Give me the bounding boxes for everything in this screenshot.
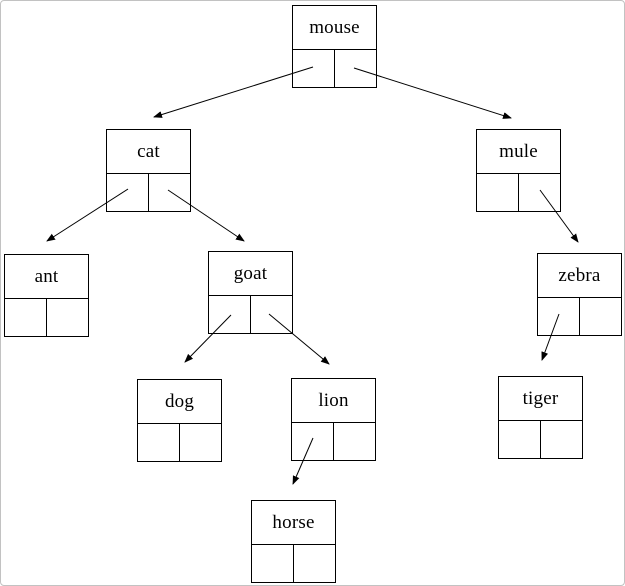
pointer-cells [292, 423, 375, 460]
left-pointer-cell [252, 545, 294, 582]
node-label: dog [138, 380, 221, 424]
node-label: ant [5, 255, 88, 299]
right-pointer-cell [334, 423, 375, 460]
pointer-cells [499, 421, 582, 458]
pointer-cells [252, 545, 335, 582]
left-pointer-cell [292, 423, 334, 460]
edge-mouse-mule [353, 67, 512, 119]
right-pointer-cell [47, 299, 88, 336]
right-pointer-cell [251, 296, 292, 333]
tree-node-horse: horse [251, 500, 336, 583]
node-label: goat [209, 252, 292, 296]
right-pointer-cell [149, 174, 190, 211]
node-label: tiger [499, 377, 582, 421]
node-label: lion [292, 379, 375, 423]
node-label: horse [252, 501, 335, 545]
left-pointer-cell [538, 298, 580, 335]
right-pointer-cell [580, 298, 621, 335]
pointer-cells [538, 298, 621, 335]
node-label: mouse [293, 6, 376, 50]
tree-node-goat: goat [208, 251, 293, 334]
right-pointer-cell [335, 50, 376, 87]
right-pointer-cell [519, 174, 560, 211]
pointer-cells [107, 174, 190, 211]
pointer-cells [209, 296, 292, 333]
left-pointer-cell [499, 421, 541, 458]
pointer-cells [293, 50, 376, 87]
tree-node-cat: cat [106, 129, 191, 212]
tree-node-tiger: tiger [498, 376, 583, 459]
right-pointer-cell [541, 421, 582, 458]
left-pointer-cell [209, 296, 251, 333]
right-pointer-cell [180, 424, 221, 461]
tree-node-lion: lion [291, 378, 376, 461]
node-label: cat [107, 130, 190, 174]
tree-node-zebra: zebra [537, 253, 622, 336]
tree-node-mouse: mouse [292, 5, 377, 88]
right-pointer-cell [294, 545, 335, 582]
node-label: mule [477, 130, 560, 174]
tree-node-mule: mule [476, 129, 561, 212]
pointer-cells [477, 174, 560, 211]
left-pointer-cell [5, 299, 47, 336]
pointer-cells [5, 299, 88, 336]
left-pointer-cell [293, 50, 335, 87]
pointer-cells [138, 424, 221, 461]
left-pointer-cell [107, 174, 149, 211]
tree-node-ant: ant [4, 254, 89, 337]
left-pointer-cell [477, 174, 519, 211]
left-pointer-cell [138, 424, 180, 461]
node-label: zebra [538, 254, 621, 298]
tree-node-dog: dog [137, 379, 222, 462]
edge-mouse-cat [153, 66, 314, 118]
